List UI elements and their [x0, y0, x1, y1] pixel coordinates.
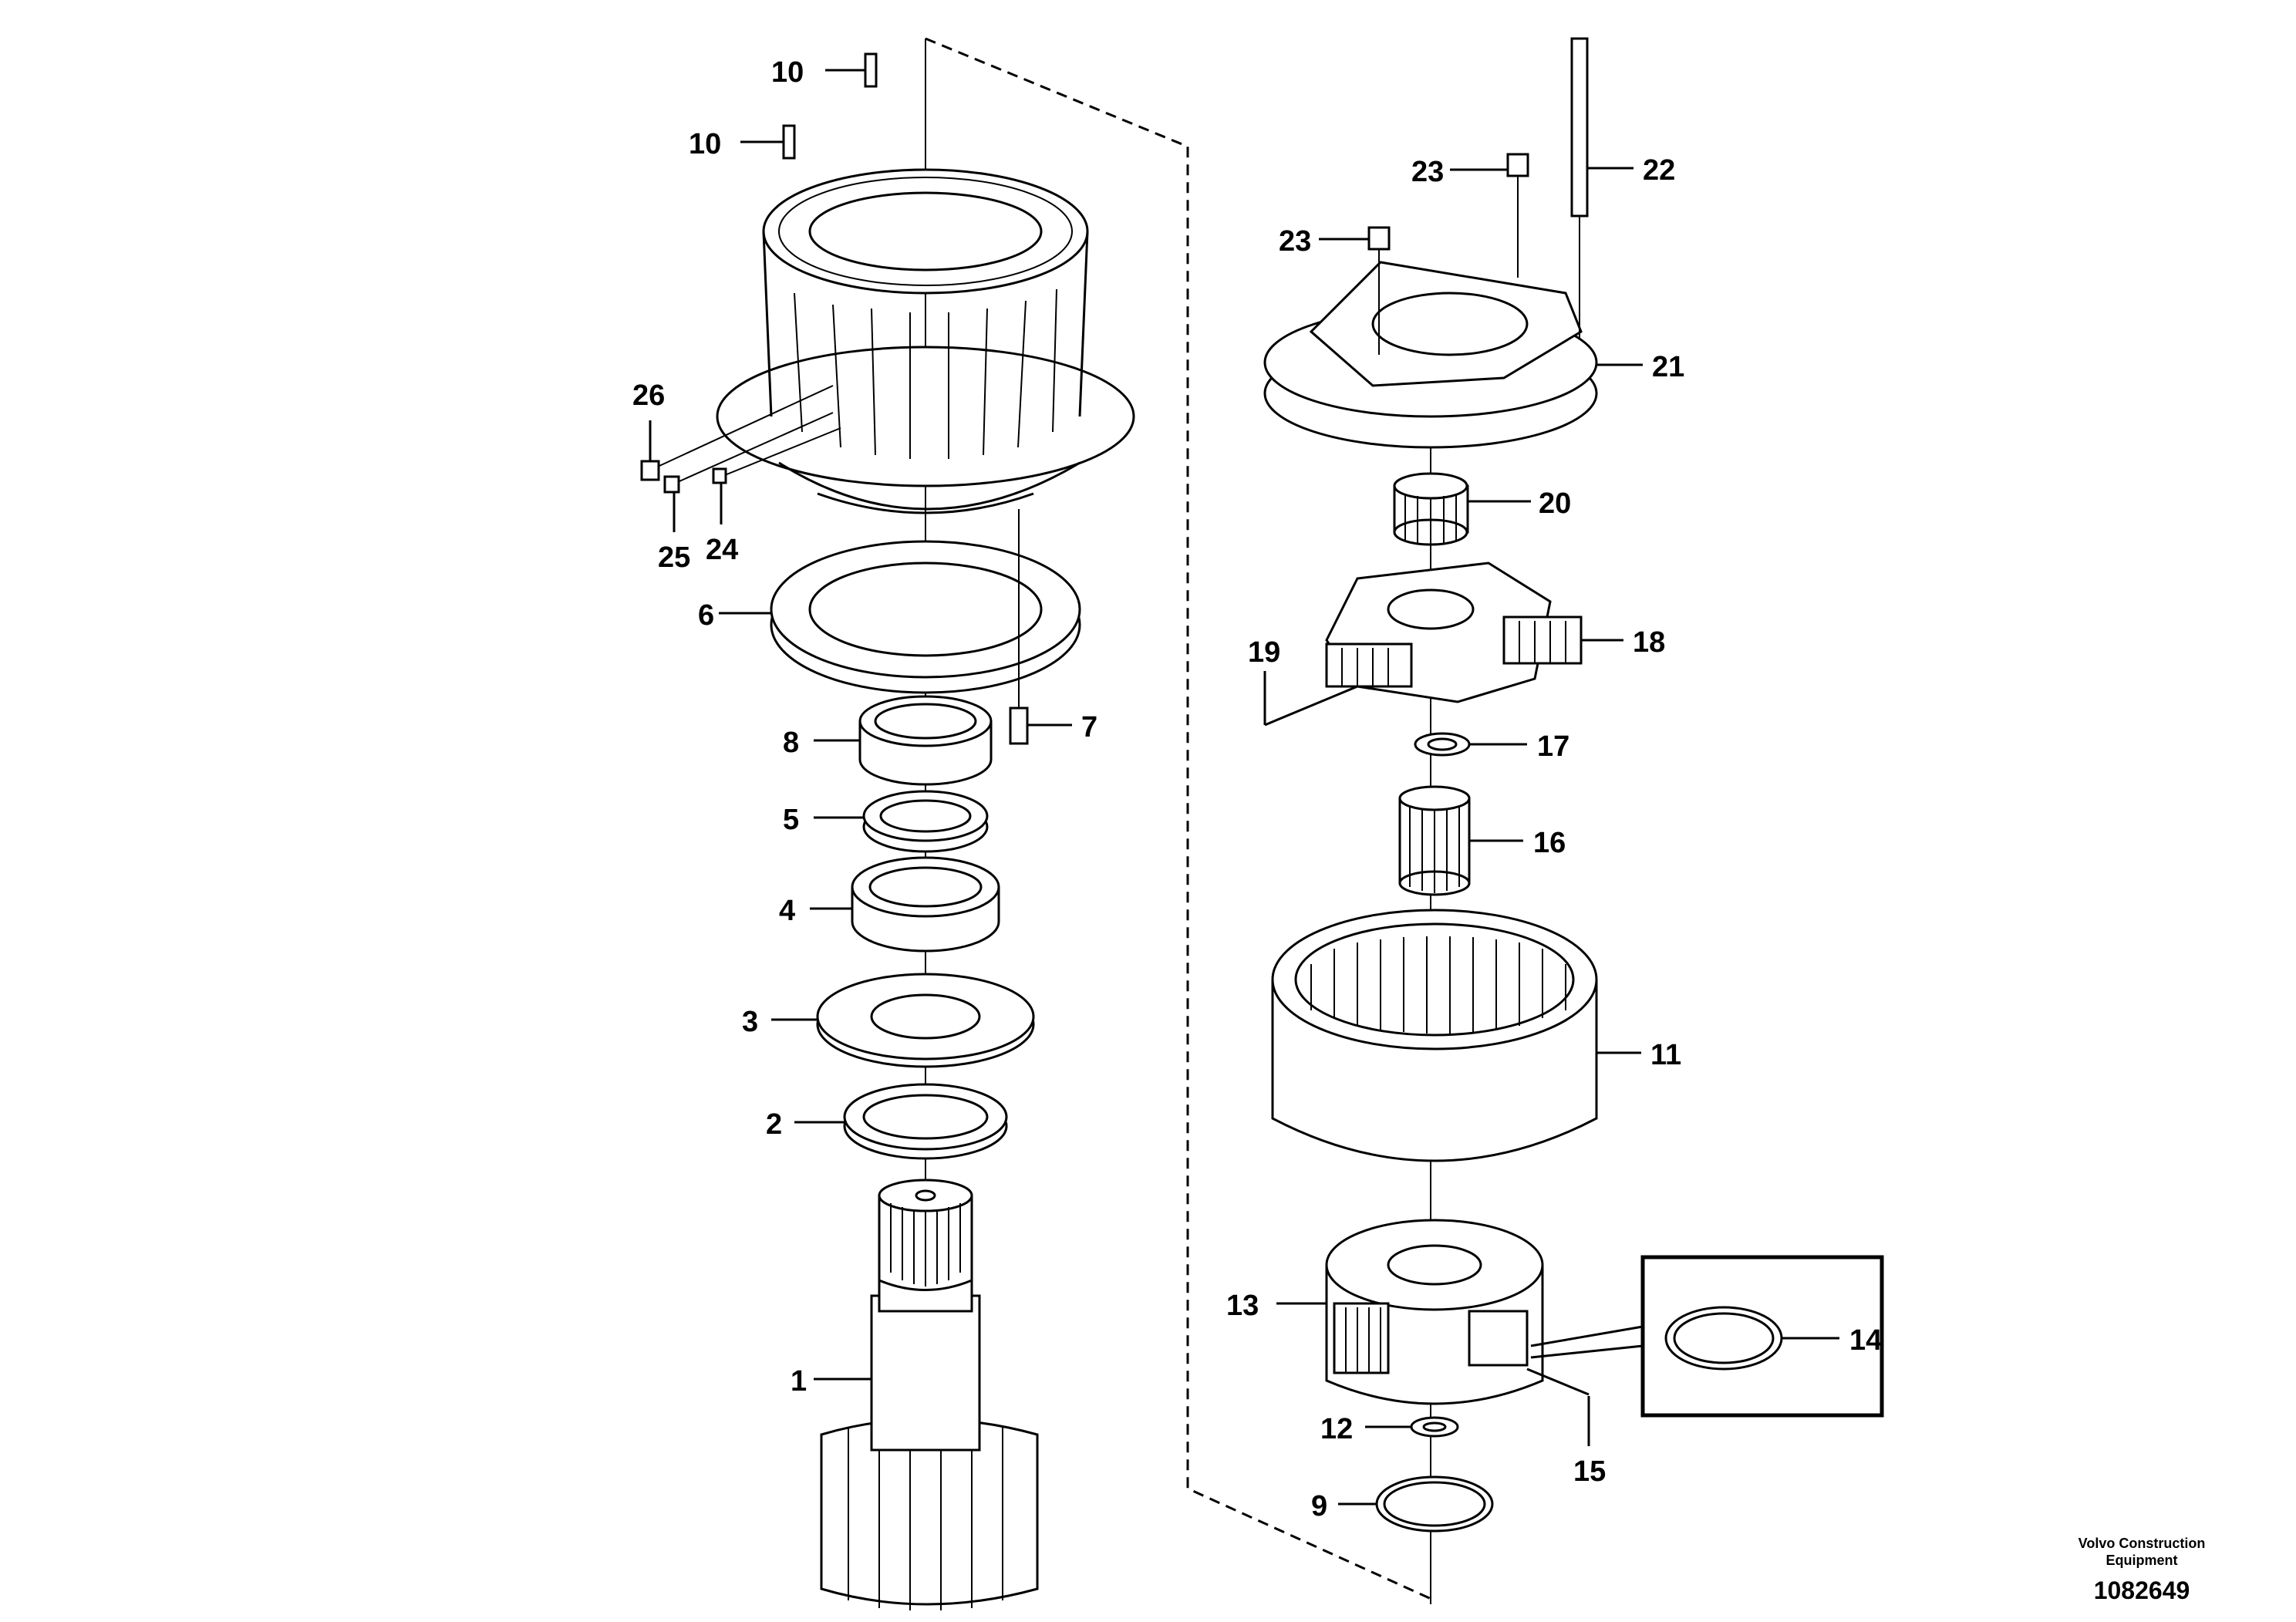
- callout-20: 20: [1539, 487, 1571, 520]
- callout-13: 13: [1226, 1290, 1259, 1322]
- callout-16: 16: [1533, 827, 1566, 859]
- bolt-22: [1570, 37, 1589, 218]
- plug-26-line: [649, 385, 834, 471]
- callout-21: 21: [1652, 351, 1684, 383]
- plug-24-line: [720, 427, 841, 477]
- carrier-18: [1325, 561, 1583, 703]
- ring-gear-11: [1271, 909, 1598, 1162]
- bearing-4: [851, 856, 1000, 953]
- callout-24: 24: [706, 534, 738, 566]
- ring-6: [770, 540, 1081, 694]
- pin-10b: [782, 124, 796, 160]
- callout-17: 17: [1537, 730, 1569, 763]
- company-line-1: Volvo Construction: [2078, 1536, 2206, 1551]
- washer-12: [1410, 1416, 1459, 1438]
- callout-25: 25: [658, 541, 690, 574]
- callout-7: 7: [1081, 711, 1097, 744]
- callout-15: 15: [1573, 1455, 1606, 1488]
- callout-23a: 23: [1411, 156, 1444, 188]
- plug-24: [712, 467, 727, 484]
- callout-9: 9: [1311, 1490, 1327, 1523]
- callout-10b: 10: [689, 128, 721, 160]
- pin-19: [1264, 685, 1358, 727]
- callout-12: 12: [1320, 1413, 1353, 1445]
- bearing-8: [858, 695, 993, 786]
- callout-10a: 10: [771, 56, 804, 89]
- pin-15: [1526, 1367, 1590, 1396]
- bolt-23b: [1367, 226, 1391, 251]
- sun-gear-20: [1393, 472, 1469, 546]
- snap-ring-9: [1375, 1475, 1494, 1533]
- callout-4: 4: [779, 895, 795, 927]
- callout-5: 5: [783, 804, 799, 836]
- pinion-shaft-1: [820, 1179, 1039, 1610]
- callout-22: 22: [1643, 154, 1675, 187]
- dashed-separator: [925, 37, 1435, 1602]
- callout-1: 1: [791, 1365, 807, 1398]
- callout-6: 6: [698, 599, 714, 632]
- carrier-13: [1325, 1219, 1544, 1405]
- detail-box-14: [1530, 1255, 1884, 1418]
- plug-26: [640, 460, 660, 481]
- pin-10a: [864, 52, 878, 88]
- ring-2: [843, 1083, 1008, 1160]
- callout-23b: 23: [1279, 225, 1311, 258]
- seal-3: [816, 973, 1035, 1068]
- cover-21: [1263, 261, 1598, 449]
- footer: Volvo Construction Equipment 1082649: [2049, 1535, 2234, 1605]
- sun-gear-16: [1398, 785, 1471, 896]
- callout-2: 2: [766, 1108, 782, 1141]
- drawing-number: 1082649: [2093, 1576, 2190, 1604]
- plug-25: [663, 475, 680, 494]
- callout-3: 3: [742, 1006, 758, 1038]
- callout-18: 18: [1633, 626, 1665, 659]
- callout-26: 26: [632, 379, 665, 412]
- callout-19: 19: [1248, 636, 1280, 669]
- callout-11: 11: [1650, 1039, 1681, 1071]
- company-line-2: Equipment: [2106, 1553, 2178, 1568]
- plug-25-line: [672, 412, 834, 485]
- callout-14: 14: [1849, 1324, 1882, 1357]
- spacer-5: [862, 790, 989, 853]
- bolt-7: [1009, 706, 1029, 745]
- callout-8: 8: [783, 727, 799, 759]
- washer-17: [1414, 732, 1471, 757]
- housing: [716, 168, 1135, 514]
- leader-lines: [649, 69, 1839, 1506]
- bolt-23a: [1506, 153, 1529, 177]
